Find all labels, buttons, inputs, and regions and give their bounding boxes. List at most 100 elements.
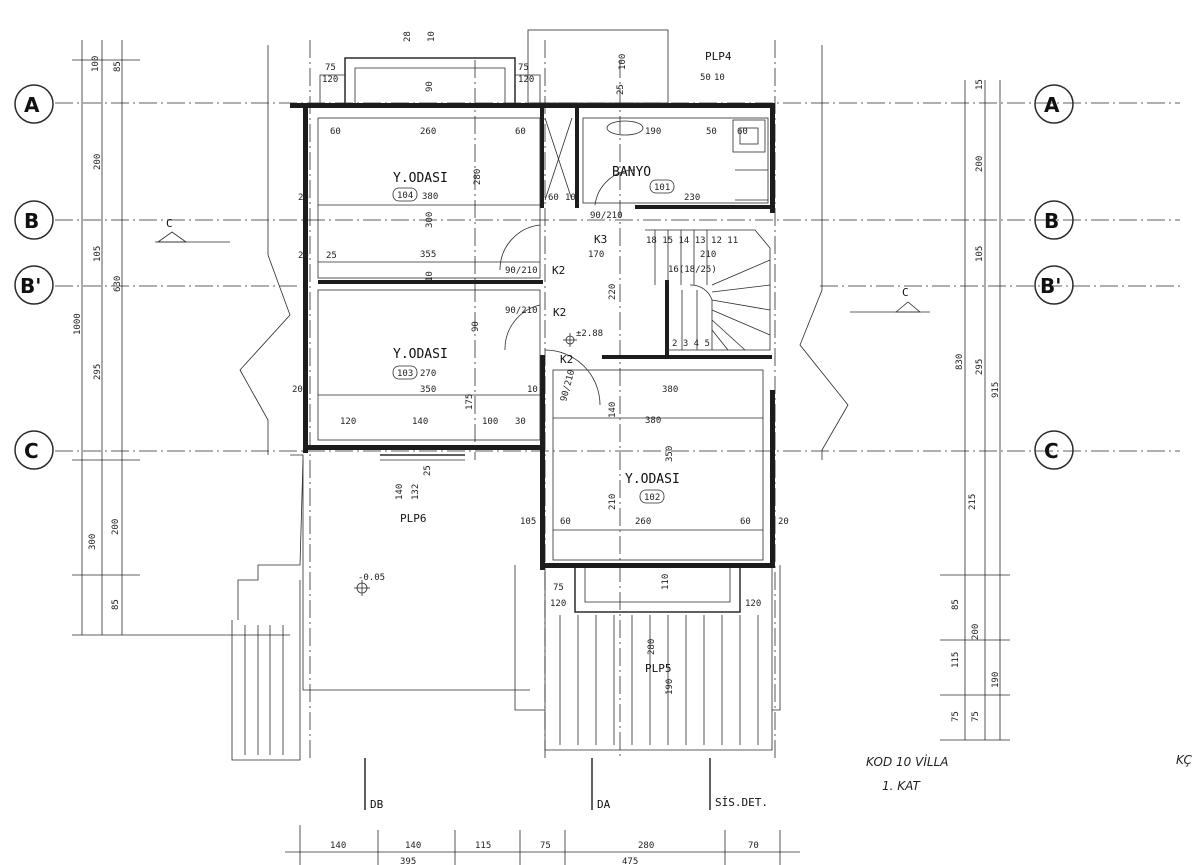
drawing-title: KOD 10 VİLLA 1. KAT KÇ [866, 753, 1193, 793]
dim-plp6-140: 140 [395, 484, 405, 500]
dim-stair-170: 170 [588, 250, 604, 260]
dim-plp6-132: 132 [411, 484, 421, 500]
dim-r104-25: 25 [326, 251, 337, 261]
dim-r104-280: 280 [473, 169, 483, 185]
label-k2-c: K2 [560, 353, 573, 366]
dim-r102-110: 110 [661, 574, 671, 590]
dim-stair-210: 210 [700, 250, 716, 260]
section-c-left: C [166, 217, 173, 230]
room-101-code: 101 [654, 183, 670, 193]
label-sis-det: SİS.DET. [715, 796, 768, 809]
dim-bot-115: 115 [475, 841, 491, 851]
dim-r102-120b: 120 [745, 599, 761, 609]
axis-b-left: B [24, 209, 39, 233]
axis-a-right: A [1044, 93, 1060, 117]
inner-wall-lines [317, 117, 769, 561]
dim-r103-270: 270 [420, 369, 436, 379]
dim-left-1000: 1000 [73, 313, 83, 335]
dim-r104-20b: 20 [298, 251, 309, 261]
dim-right-75b: 75 [971, 711, 981, 722]
axis-c-left: C [24, 439, 39, 463]
dim-top-28: 28 [403, 31, 413, 42]
dim-r103-10: 10 [527, 385, 538, 395]
label-db: DB [370, 798, 384, 811]
dim-right-200b: 200 [971, 624, 981, 640]
dim-r104-60a: 60 [330, 127, 341, 137]
dim-top-10: 10 [427, 31, 437, 42]
dim-r103-120: 120 [340, 417, 356, 427]
dim-left-85b: 85 [111, 599, 121, 610]
door-label-c: 90/210 [505, 306, 538, 316]
dim-right-190: 190 [991, 672, 1001, 688]
dim-r102-120a: 120 [550, 599, 566, 609]
dim-left-630: 630 [113, 276, 123, 292]
dim-bath-60b: 60 [548, 193, 559, 203]
title-corner: KÇ [1176, 753, 1193, 767]
axis-b-right: B [1044, 209, 1059, 233]
label-level-a: ±2.88 [576, 329, 603, 339]
dim-bath-10: 10 [565, 193, 576, 203]
dim-bath-60: 60 [737, 127, 748, 137]
dim-right-200: 200 [975, 156, 985, 172]
stair-numbers-top: 18 15 14 13 12 11 [646, 236, 738, 246]
hall-and-stairs: 90/210 90/210 90/210 K2 K2 K2 K3 ±2.88 1… [499, 224, 771, 406]
label-level-b: -0.05 [358, 573, 385, 583]
dim-left-295: 295 [93, 364, 103, 380]
label-k2-a: K2 [552, 264, 565, 277]
dim-bath-50: 50 [706, 127, 717, 137]
dim-left-100: 100 [91, 56, 101, 72]
left-dimension-chain: 100 85 200 105 630 1000 295 300 200 85 [72, 40, 290, 636]
dim-right-915: 915 [991, 382, 1001, 398]
label-k3: K3 [594, 233, 607, 246]
dim-r104-380: 380 [422, 192, 438, 202]
axis-c-right: C [1044, 439, 1059, 463]
door-label-a: 90/210 [590, 211, 623, 221]
dim-top-50: 50 [700, 73, 711, 83]
dim-r103-30: 30 [515, 417, 526, 427]
room-102-code: 102 [644, 493, 660, 503]
dim-r102-105: 105 [520, 517, 536, 527]
stair-numbers-mid: 16(18/25) [668, 265, 717, 275]
stair-numbers-bot: 2 3 4 5 [672, 339, 710, 349]
axis-bubbles-right: A B B' C [1034, 84, 1074, 470]
dim-r103-100: 100 [482, 417, 498, 427]
dim-right-830: 830 [955, 354, 965, 370]
label-k2-b: K2 [553, 306, 566, 319]
dim-plp6-25: 25 [423, 465, 433, 476]
axis-a-left: A [24, 93, 40, 117]
dim-left-200: 200 [93, 154, 103, 170]
dim-right-105: 105 [975, 246, 985, 262]
label-plp5: PLP5 [645, 662, 672, 675]
dim-bot-395: 395 [400, 857, 416, 865]
dim-r103-175: 175 [465, 394, 475, 410]
door-label-b: 90/210 [505, 266, 538, 276]
room-101: BANYO 101 190 50 230 60 10 60 90/210 [544, 117, 768, 221]
dim-right-215: 215 [968, 494, 978, 510]
section-arrows-bottom: DB DA SİS.DET. [364, 758, 768, 811]
dim-stair-220: 220 [608, 284, 618, 300]
dim-r102-350: 350 [665, 446, 675, 462]
exterior-walls [290, 103, 775, 570]
dim-r103-20: 20 [292, 385, 303, 395]
dim-r104-355: 355 [420, 250, 436, 260]
dim-top-10b: 10 [714, 73, 725, 83]
dim-bot-280: 280 [638, 841, 654, 851]
dim-right-295: 295 [975, 359, 985, 375]
room-104: Y.ODASI 104 380 260 60 60 280 300 20 20 … [298, 127, 526, 282]
dim-bot-475: 475 [622, 857, 638, 865]
dim-r102-260: 260 [635, 517, 651, 527]
dim-r103-90: 90 [471, 321, 481, 332]
dim-top-100b: 100 [618, 54, 628, 70]
room-103-code: 103 [397, 369, 413, 379]
dim-top-120: 120 [322, 75, 338, 85]
dim-r102-140: 140 [608, 402, 618, 418]
section-mark-right: C [850, 286, 930, 313]
dim-top-120b: 120 [518, 75, 534, 85]
dim-r104-60b: 60 [515, 127, 526, 137]
break-lines [239, 45, 849, 460]
dim-bath-230: 230 [684, 193, 700, 203]
dim-bot-75: 75 [540, 841, 551, 851]
dim-r102-60b: 60 [740, 517, 751, 527]
right-dimension-chain: 15 200 105 830 295 915 215 85 200 115 19… [940, 79, 1010, 741]
